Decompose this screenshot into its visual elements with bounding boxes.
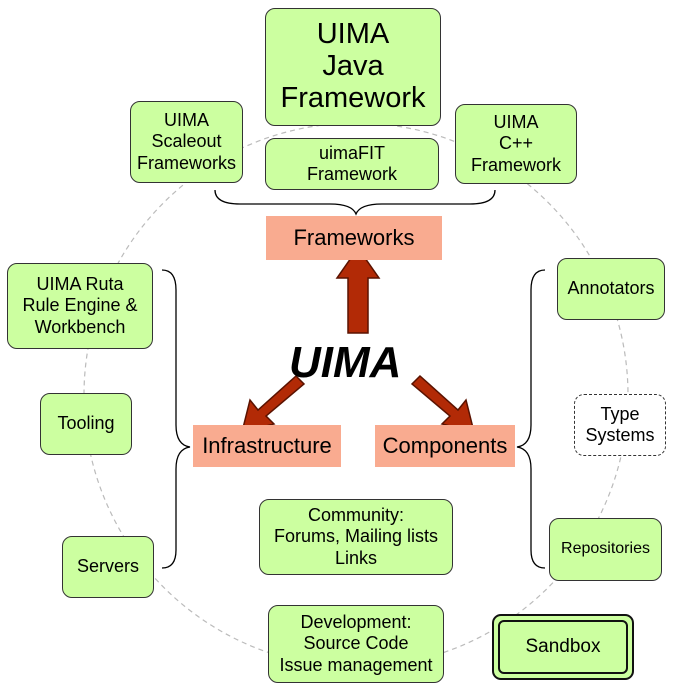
uima-ruta-box[interactable]: UIMA Ruta Rule Engine & Workbench	[7, 263, 153, 349]
sandbox-box[interactable]: Sandbox	[492, 614, 634, 680]
arrow-down-right-icon	[410, 374, 476, 434]
uima-center-title: UIMA	[289, 338, 402, 387]
uima-scaleout-frameworks-box[interactable]: UIMA Scaleout Frameworks	[130, 101, 243, 183]
development-box[interactable]: Development: Source Code Issue managemen…	[268, 605, 444, 683]
uima-cpp-framework-box[interactable]: UIMA C++ Framework	[455, 104, 577, 184]
infrastructure-category: Infrastructure	[193, 425, 341, 467]
components-brace	[516, 269, 546, 569]
arrow-up-icon	[335, 246, 381, 334]
uima-java-framework-box[interactable]: UIMA Java Framework	[265, 8, 441, 126]
components-category: Components	[375, 425, 515, 467]
sandbox-label: Sandbox	[498, 620, 628, 674]
uimafit-framework-box[interactable]: uimaFIT Framework	[265, 138, 439, 190]
ring-circle	[83, 122, 629, 668]
servers-box[interactable]: Servers	[62, 536, 154, 598]
infrastructure-brace	[161, 269, 191, 569]
repositories-box[interactable]: Repositories	[549, 518, 662, 581]
tooling-box[interactable]: Tooling	[40, 393, 132, 455]
frameworks-category: Frameworks	[266, 216, 442, 260]
community-box[interactable]: Community: Forums, Mailing lists Links	[259, 499, 453, 575]
annotators-box[interactable]: Annotators	[557, 258, 665, 320]
frameworks-brace	[214, 189, 496, 216]
type-systems-box[interactable]: Type Systems	[574, 394, 666, 456]
